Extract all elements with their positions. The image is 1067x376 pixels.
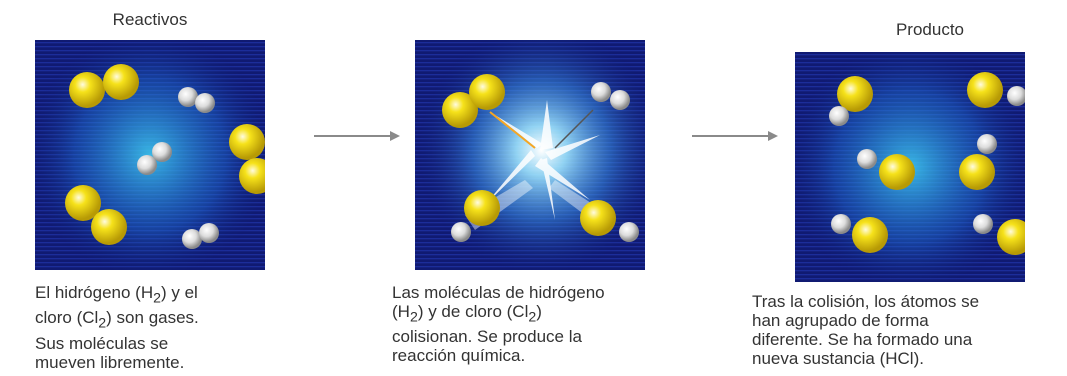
product-illustration	[795, 52, 1025, 282]
caption-reactivos: El hidrógeno (H2) y el cloro (Cl2) son g…	[35, 283, 199, 372]
heading-reactivos: Reactivos	[112, 10, 188, 29]
chlorine-molecule	[229, 124, 265, 194]
hydrogen-molecule	[182, 223, 219, 249]
reactants-illustration	[35, 40, 265, 270]
hydrogen-molecule	[178, 87, 215, 113]
caption-producto: Tras la colisión, los átomos se han agru…	[752, 292, 980, 368]
hydrogen-molecule	[591, 82, 630, 110]
hcl-molecule	[973, 214, 1025, 255]
hcl-molecule	[967, 72, 1025, 108]
arrow-right-icon	[692, 131, 778, 141]
arrow-right-icon	[314, 131, 400, 141]
chlorine-molecule	[65, 185, 127, 245]
hydrogen-molecule	[137, 142, 172, 175]
heading-producto: Producto	[895, 20, 965, 39]
hcl-molecule	[831, 214, 888, 253]
caption-colision: Las moléculas de hidrógeno (H2) y de clo…	[392, 283, 605, 366]
hcl-molecule	[857, 149, 915, 190]
chlorine-molecule	[451, 190, 500, 242]
chlorine-molecule	[580, 200, 639, 242]
chlorine-molecule	[69, 64, 139, 108]
collision-illustration	[415, 40, 645, 270]
chlorine-molecule	[442, 74, 505, 128]
hcl-molecule	[829, 76, 873, 126]
hcl-molecule	[959, 134, 997, 190]
